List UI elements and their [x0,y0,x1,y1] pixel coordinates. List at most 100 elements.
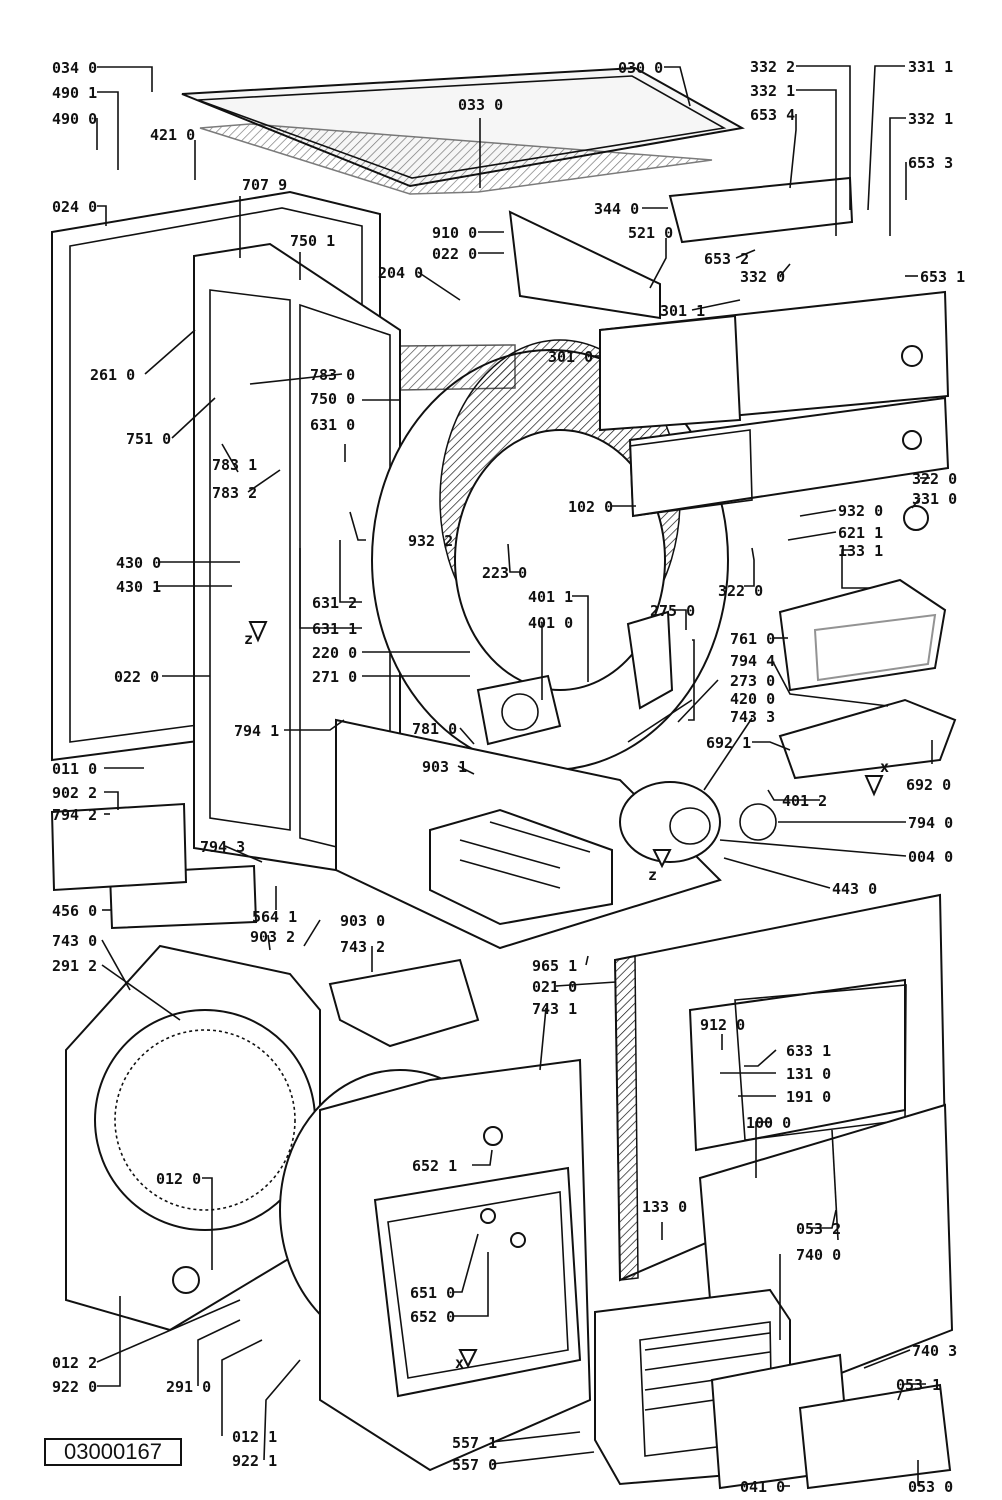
callout-794-3: 794 3 [200,838,245,856]
callout-521-0: 521 0 [628,224,673,242]
callout-740-3: 740 3 [912,1342,957,1360]
callout-743-1: 743 1 [532,1000,577,1018]
axis-mark-x-2: x [455,1354,464,1372]
axis-mark-z-1: z [244,630,253,648]
callout-273-0: 273 0 [730,672,775,690]
callout-750-0: 750 0 [310,390,355,408]
callout-794-4: 794 4 [730,652,775,670]
callout-932-0: 932 0 [838,502,883,520]
callout-133-1: 133 1 [838,542,883,560]
callout-794-1: 794 1 [234,722,279,740]
callout-012-0: 012 0 [156,1170,201,1188]
callout-751-0: 751 0 [126,430,171,448]
callout-332-1-a: 332 1 [750,82,795,100]
part-outlines [50,66,957,1490]
callout-456-0: 456 0 [52,902,97,920]
callout-965-1: 965 1 [532,957,577,975]
callout-420-0: 420 0 [730,690,775,708]
callout-621-1: 621 1 [838,524,883,542]
callout-220-0: 220 0 [312,644,357,662]
callout-401-0: 401 0 [528,614,573,632]
callout-653-1: 653 1 [920,268,965,286]
callout-557-1: 557 1 [452,1434,497,1452]
filter-duct [778,698,957,780]
control-knob [901,345,923,367]
callout-004-0: 004 0 [908,848,953,866]
motor [476,674,562,746]
callout-332-1-b: 332 1 [908,110,953,128]
callout-922-0: 922 0 [52,1378,97,1396]
callout-331-0: 331 0 [912,490,957,508]
callout-692-0: 692 0 [906,776,951,794]
axis-mark-z-2: z [648,866,657,884]
callout-011-0: 011 0 [52,760,97,778]
callout-490-1: 490 1 [52,84,97,102]
condenser-duct [328,958,480,1048]
callout-910-0: 910 0 [432,224,477,242]
callout-750-1: 750 1 [290,232,335,250]
callout-332-2: 332 2 [750,58,795,76]
callout-053-0: 053 0 [908,1478,953,1496]
filter-housing [778,578,947,692]
callout-301-1: 301 1 [660,302,705,320]
callout-631-1: 631 1 [312,620,357,638]
callout-633-1: 633 1 [786,1042,831,1060]
callout-100-0: 100 0 [746,1114,791,1132]
callout-022-0-b: 022 0 [114,668,159,686]
callout-053-1: 053 1 [896,1376,941,1394]
callout-692-1: 692 1 [706,734,751,752]
callout-133-0: 133 0 [642,1198,687,1216]
callout-131-0: 131 0 [786,1065,831,1083]
callout-652-1: 652 1 [412,1157,457,1175]
callout-labels: 034 0 490 1 490 0 421 0 024 0 707 9 030 … [52,58,965,1496]
callout-301-0: 301 0 [548,348,593,366]
callout-430-1: 430 1 [116,578,161,596]
document-id-box: 03000167 [44,1438,182,1466]
callout-430-0: 430 0 [116,554,161,572]
callout-322-0-a: 322 0 [912,470,957,488]
callout-012-2: 012 2 [52,1354,97,1372]
callout-041-0: 041 0 [740,1478,785,1496]
callout-557-0: 557 0 [452,1456,497,1474]
callout-021-0: 021 0 [532,978,577,996]
callout-291-0: 291 0 [166,1378,211,1396]
callout-783-2: 783 2 [212,484,257,502]
lid-seal [199,123,713,195]
callout-743-3: 743 3 [730,708,775,726]
front-cover [798,1383,952,1490]
callout-490-0: 490 0 [52,110,97,128]
callout-903-1: 903 1 [422,758,467,776]
callout-932-2: 932 2 [408,532,453,550]
callout-204-0: 204 0 [378,264,423,282]
callout-761-0: 761 0 [730,630,775,648]
callout-794-2: 794 2 [52,806,97,824]
leader-lines [96,65,933,1487]
callout-652-0: 652 0 [410,1308,455,1326]
callout-783-1: 783 1 [212,456,257,474]
callout-564-1: 564 1 [252,908,297,926]
callout-443-0: 443 0 [832,880,877,898]
callout-034-0: 034 0 [52,59,97,77]
callout-331-1: 331 1 [908,58,953,76]
callout-030-0: 030 0 [618,59,663,77]
callout-421-0: 421 0 [150,126,195,144]
callout-631-2: 631 2 [312,594,357,612]
callout-012-1: 012 1 [232,1428,277,1446]
upper-housing [508,210,661,320]
callout-783-0: 783 0 [310,366,355,384]
callout-902-2: 902 2 [52,784,97,802]
callout-053-2: 053 2 [796,1220,841,1238]
callout-922-1: 922 1 [232,1452,277,1470]
callout-653-3: 653 3 [908,154,953,172]
callout-903-0: 903 0 [340,912,385,930]
callout-024-0: 024 0 [52,198,97,216]
callout-322-0-b: 322 0 [718,582,763,600]
callout-291-2: 291 2 [52,957,97,975]
callout-344-0: 344 0 [594,200,639,218]
callout-275-0: 275 0 [650,602,695,620]
callout-261-0: 261 0 [90,366,135,384]
callout-743-2: 743 2 [340,938,385,956]
callout-191-0: 191 0 [786,1088,831,1106]
callout-794-0: 794 0 [908,814,953,832]
